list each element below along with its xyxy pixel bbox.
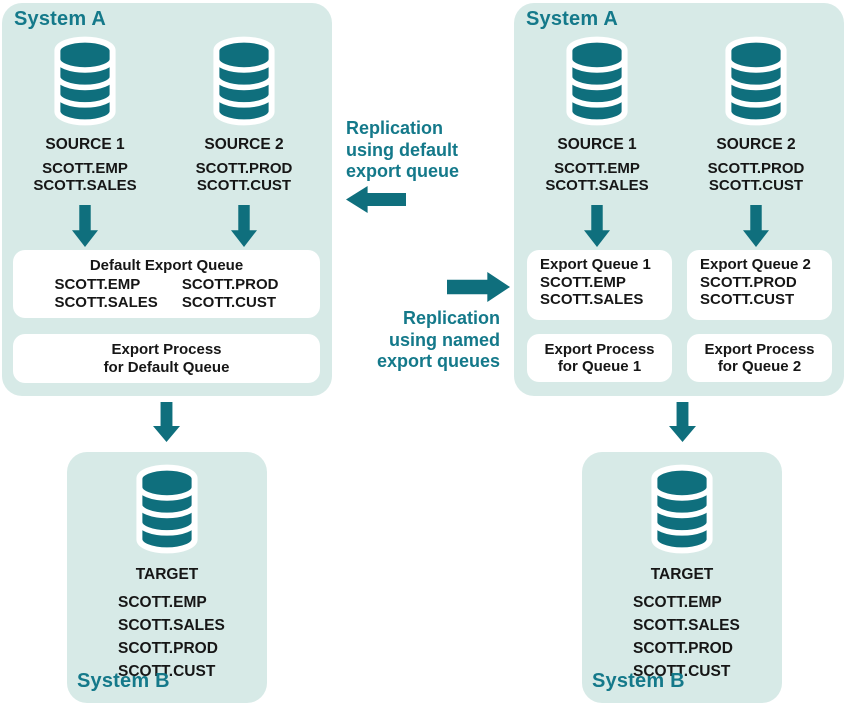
table-name: SCOTT.PROD: [700, 273, 797, 291]
table-name: SCOTT.EMP: [540, 273, 626, 291]
table-name: SCOTT.PROD: [195, 160, 293, 177]
left-source2-label: SOURCE 2: [204, 136, 284, 153]
right-target-tables: SCOTT.EMP SCOTT.SALES SCOTT.PROD SCOTT.C…: [633, 591, 740, 683]
process-line: Export Process: [704, 340, 815, 358]
table-name: SCOTT.PROD: [118, 640, 218, 657]
right-system-a-title: System A: [526, 8, 619, 30]
database-icon: [651, 464, 713, 554]
label-line: using default: [346, 139, 458, 160]
table-name: SCOTT.CUST: [196, 176, 292, 194]
right-source2-tables: SCOTT.PROD SCOTT.CUST: [686, 160, 826, 194]
table-name: SCOTT.CUST: [708, 176, 804, 194]
queue-title: Export Queue 2: [700, 256, 811, 273]
left-target-label: TARGET: [135, 566, 199, 583]
label-line: Replication: [346, 118, 444, 138]
table-name: SCOTT.CUST: [118, 663, 216, 680]
right-source2-label: SOURCE 2: [716, 136, 796, 153]
table-name: SCOTT.SALES: [633, 617, 740, 634]
process-line: for Default Queue: [103, 358, 230, 376]
queue-col1: SCOTT.EMP SCOTT.SALES: [54, 276, 157, 312]
label-line: export queues: [376, 351, 500, 371]
default-export-process-box: Export Process for Default Queue: [13, 334, 320, 383]
export-queue-1-box: Export Queue 1 SCOTT.EMP SCOTT.SALES: [527, 250, 672, 320]
process-line: for Queue 1: [557, 358, 642, 375]
table-name: SCOTT.EMP: [42, 160, 128, 177]
queue-title: Export Queue 1: [540, 256, 651, 273]
arrow-right-icon: [447, 272, 510, 302]
table-name: SCOTT.SALES: [545, 176, 649, 194]
right-target-label: TARGET: [650, 566, 714, 583]
table-name: SCOTT.EMP: [54, 276, 141, 293]
table-name: SCOTT.PROD: [707, 160, 805, 177]
table-name: SCOTT.EMP: [633, 594, 722, 611]
queue-col2: SCOTT.PROD SCOTT.CUST: [182, 276, 279, 312]
export-queue-2-box: Export Queue 2 SCOTT.PROD SCOTT.CUST: [687, 250, 832, 320]
table-name: SCOTT.EMP: [118, 594, 207, 611]
queue-title: Default Export Queue: [89, 257, 244, 274]
left-system-b-title: System B: [77, 670, 170, 692]
left-source1-label: SOURCE 1: [45, 136, 125, 153]
database-icon: [136, 464, 198, 554]
arrow-down-icon: [669, 402, 696, 442]
label-line: using named: [388, 329, 500, 350]
table-name: SCOTT.SALES: [54, 294, 158, 311]
arrow-down-icon: [153, 402, 180, 442]
process-line: Export Process: [111, 341, 222, 358]
table-name: SCOTT.CUST: [700, 291, 795, 308]
database-icon: [566, 36, 628, 126]
right-source1-tables: SCOTT.EMP SCOTT.SALES: [527, 160, 667, 194]
process-line: for Queue 2: [717, 358, 802, 375]
default-export-queue-box: Default Export Queue SCOTT.EMP SCOTT.SAL…: [13, 250, 320, 318]
left-source1-tables: SCOTT.EMP SCOTT.SALES: [15, 160, 155, 194]
table-name: SCOTT.SALES: [33, 176, 137, 194]
export-process-1-box: Export Process for Queue 1: [527, 334, 672, 382]
export-process-2-box: Export Process for Queue 2: [687, 334, 832, 382]
arrow-left-icon: [346, 186, 406, 213]
table-name: SCOTT.PROD: [633, 640, 733, 657]
table-name: SCOTT.SALES: [540, 291, 644, 308]
right-source1-label: SOURCE 1: [557, 136, 637, 153]
process-line: Export Process: [544, 340, 655, 358]
database-icon: [213, 36, 275, 126]
left-system-a-title: System A: [14, 8, 107, 30]
label-line: export queue: [346, 161, 460, 181]
table-name: SCOTT.CUST: [181, 294, 276, 311]
table-name: SCOTT.CUST: [633, 663, 731, 680]
left-source2-tables: SCOTT.PROD SCOTT.CUST: [174, 160, 314, 194]
right-system-b-title: System B: [592, 670, 685, 692]
replication-default-label: Replication using default export queue: [346, 118, 459, 183]
database-icon: [54, 36, 116, 126]
replication-named-label: Replication using named export queues: [330, 308, 500, 373]
label-line: Replication: [402, 308, 500, 328]
left-target-tables: SCOTT.EMP SCOTT.SALES SCOTT.PROD SCOTT.C…: [118, 591, 225, 683]
queue-tables: SCOTT.EMP SCOTT.SALES SCOTT.PROD SCOTT.C…: [13, 276, 320, 312]
table-name: SCOTT.SALES: [118, 617, 225, 634]
table-name: SCOTT.PROD: [181, 276, 279, 293]
database-icon: [725, 36, 787, 126]
table-name: SCOTT.EMP: [554, 160, 640, 177]
